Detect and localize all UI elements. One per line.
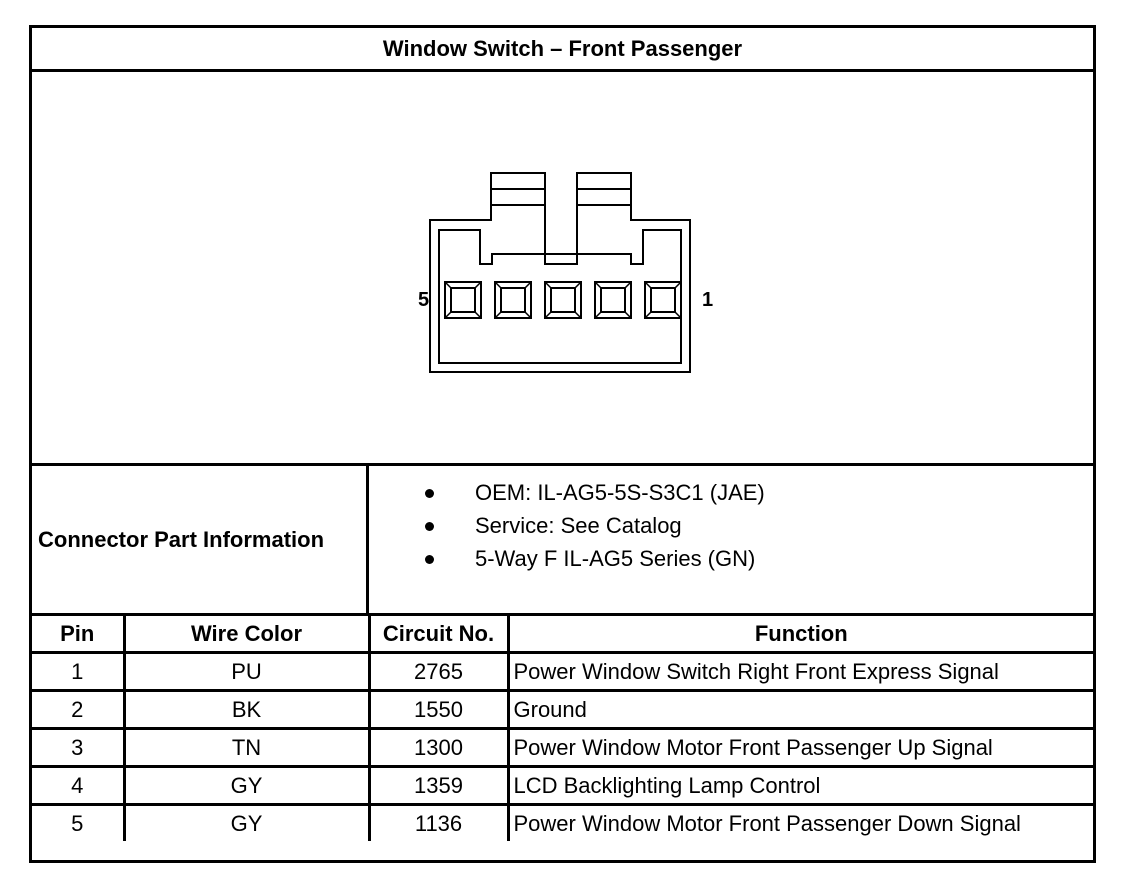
- pin-cavity-outer: [494, 281, 532, 319]
- table-header-row: Pin Wire Color Circuit No. Function: [32, 616, 1093, 654]
- connector-sheet: Window Switch – Front Passenger 5 1 Conn…: [29, 25, 1096, 863]
- table-row: 2 BK 1550 Ground: [32, 689, 1093, 730]
- pin-cavity-chamfer: [494, 311, 502, 319]
- pin-cavity-chamfer: [674, 311, 682, 319]
- pin-cavity-chamfer: [574, 281, 582, 289]
- table-row: 3 TN 1300 Power Window Motor Front Passe…: [32, 727, 1093, 768]
- circuit-cell: 1300: [367, 727, 510, 768]
- pin-cavity-inner: [550, 287, 576, 313]
- wire-color-cell: GY: [122, 765, 371, 806]
- pin-cavities: [444, 281, 682, 319]
- function-cell: Power Window Motor Front Passenger Down …: [506, 803, 1093, 841]
- function-cell: Ground: [506, 689, 1093, 730]
- pin-cavity-chamfer: [544, 281, 552, 289]
- pin-cavity-chamfer: [494, 281, 502, 289]
- pin-cavity-outer: [644, 281, 682, 319]
- pin-cavity-chamfer: [524, 281, 532, 289]
- wire-color-cell: BK: [122, 689, 371, 730]
- list-item: 5-Way F IL-AG5 Series (GN): [369, 546, 1093, 579]
- pin-cavity-chamfer: [594, 311, 602, 319]
- pin-cavity-chamfer: [444, 281, 452, 289]
- connector-part-info: Connector Part Information OEM: IL-AG5-5…: [32, 466, 1093, 616]
- pin-cavity-outer: [544, 281, 582, 319]
- connector-diagram: 5 1: [32, 72, 1093, 466]
- pin-cell: 1: [32, 651, 126, 692]
- function-cell: LCD Backlighting Lamp Control: [506, 765, 1093, 806]
- circuit-cell: 2765: [367, 651, 510, 692]
- circuit-cell: 1359: [367, 765, 510, 806]
- pin-cavity-outer: [444, 281, 482, 319]
- table-row: 1 PU 2765 Power Window Switch Right Fron…: [32, 651, 1093, 692]
- connector-info-list: OEM: IL-AG5-5S-S3C1 (JAE) Service: See C…: [369, 466, 1093, 627]
- pin-cavity-chamfer: [644, 281, 652, 289]
- connector-face-drawing: 5 1: [418, 172, 713, 373]
- wire-color-cell: GY: [122, 803, 371, 841]
- pin-cavity-chamfer: [594, 281, 602, 289]
- connector-housing-outline: [429, 172, 691, 373]
- circuit-cell: 1136: [367, 803, 510, 841]
- pin-cavity-inner: [650, 287, 676, 313]
- pin-cavity-chamfer: [544, 311, 552, 319]
- pin-cell: 3: [32, 727, 126, 768]
- table-row: 4 GY 1359 LCD Backlighting Lamp Control: [32, 765, 1093, 806]
- pin-label-right: 1: [702, 289, 713, 311]
- page-title: Window Switch – Front Passenger: [32, 28, 1093, 72]
- list-item: Service: See Catalog: [369, 513, 1093, 546]
- pin-cell: 4: [32, 765, 126, 806]
- pin-cavity-chamfer: [624, 311, 632, 319]
- pin-cell: 2: [32, 689, 126, 730]
- bullet-icon: [425, 555, 434, 564]
- bullet-icon: [425, 522, 434, 531]
- info-item-text: OEM: IL-AG5-5S-S3C1 (JAE): [475, 480, 765, 505]
- pinout-table: Pin Wire Color Circuit No. Function 1 PU…: [32, 616, 1093, 841]
- pin-cavity-chamfer: [474, 281, 482, 289]
- header-circuit: Circuit No.: [367, 616, 510, 654]
- pin-cavity-outer: [594, 281, 632, 319]
- wire-color-cell: PU: [122, 651, 371, 692]
- list-item: OEM: IL-AG5-5S-S3C1 (JAE): [369, 480, 1093, 513]
- table-row: 5 GY 1136 Power Window Motor Front Passe…: [32, 803, 1093, 841]
- pin-cavity-inner: [450, 287, 476, 313]
- pin-cavity-chamfer: [444, 311, 452, 319]
- header-function: Function: [506, 616, 1093, 654]
- header-pin: Pin: [32, 616, 126, 654]
- info-item-text: Service: See Catalog: [475, 513, 682, 538]
- pin-cell: 5: [32, 803, 126, 841]
- pin-cavity-chamfer: [574, 311, 582, 319]
- pin-cavity-chamfer: [644, 311, 652, 319]
- pin-cavity-inner: [500, 287, 526, 313]
- bullet-icon: [425, 489, 434, 498]
- circuit-cell: 1550: [367, 689, 510, 730]
- pin-cavity-chamfer: [524, 311, 532, 319]
- connector-cavity-outline: [438, 229, 682, 364]
- wire-color-cell: TN: [122, 727, 371, 768]
- header-wire-color: Wire Color: [122, 616, 371, 654]
- function-cell: Power Window Switch Right Front Express …: [506, 651, 1093, 692]
- pin-cavity-inner: [600, 287, 626, 313]
- info-item-text: 5-Way F IL-AG5 Series (GN): [475, 546, 756, 571]
- pin-cavity-chamfer: [474, 311, 482, 319]
- connector-info-label: Connector Part Information: [32, 466, 369, 613]
- pin-label-left: 5: [418, 289, 429, 311]
- pin-cavity-chamfer: [674, 281, 682, 289]
- pin-cavity-chamfer: [624, 281, 632, 289]
- function-cell: Power Window Motor Front Passenger Up Si…: [506, 727, 1093, 768]
